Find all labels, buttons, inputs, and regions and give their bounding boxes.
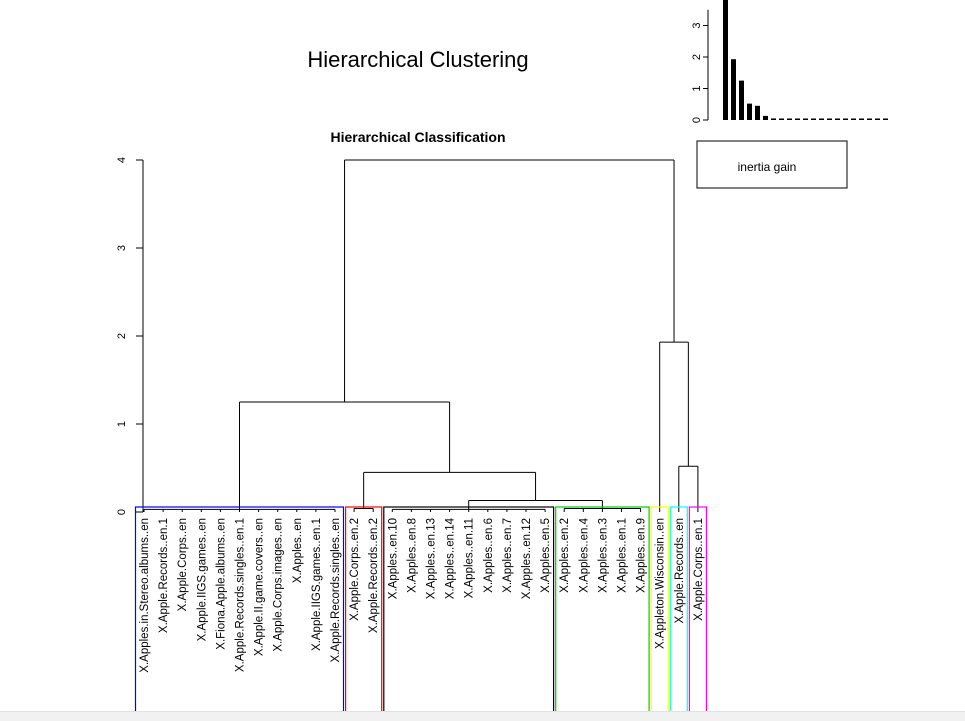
leaf-label: X.Apple.Records..en.2 — [368, 518, 380, 633]
inertia-bar — [787, 118, 792, 120]
inertia-bar — [811, 118, 816, 120]
leaf-label: X.Appleton.Wisconsin..en — [655, 518, 667, 649]
dendrogram-y-tick-label: 1 — [116, 421, 128, 427]
leaf-label: X.Apples..en.9 — [636, 518, 648, 593]
inertia-bar — [827, 118, 832, 120]
inertia-bar — [851, 118, 856, 120]
dendrogram-chart: Hierarchical Classification 0 1 2 3 4X.Apple… — [116, 129, 708, 720]
leaf-label: X.Apple.IIGS.games..en — [196, 518, 208, 641]
inertia-gain-chart: 0 1 2 3 — [691, 0, 888, 123]
dendrogram-title: Hierarchical Classification — [330, 129, 505, 145]
cluster-box — [688, 506, 708, 720]
leaf-label: X.Fiona.Apple.albums..en — [215, 518, 227, 650]
leaf-label: X.Apple.Corps..en.1 — [693, 518, 705, 621]
inertia-bar — [875, 118, 880, 120]
inertia-bar — [859, 118, 864, 120]
inertia-bar — [843, 118, 848, 120]
inertia-bar — [819, 118, 824, 120]
leaf-label: X.Apple.Records.singles..en — [330, 518, 342, 662]
cluster-box — [650, 506, 669, 720]
leaf-label: X.Apple.II.game.covers..en — [254, 518, 266, 656]
inertia-gain-legend: inertia gain — [696, 140, 848, 189]
leaf-label: X.Apples..en.13 — [426, 518, 438, 599]
leaf-label: X.Apples..en — [292, 518, 304, 583]
page-title: Hierarchical Clustering — [307, 47, 528, 72]
inertia-y-tick-label: 2 — [691, 54, 703, 60]
inertia-bar — [747, 103, 752, 120]
leaf-label: X.Apple.Records..en — [674, 518, 686, 623]
leaf-label: X.Apple.Corps..en.2 — [349, 518, 361, 621]
inertia-bar — [755, 105, 760, 120]
leaf-label: X.Apples.in.Stereo.albums..en — [139, 518, 151, 673]
cluster-box — [383, 506, 555, 720]
leaf-label: X.Apples..en.7 — [502, 518, 514, 593]
leaf-label: X.Apples..en.4 — [578, 517, 590, 592]
inertia-y-tick-label: 3 — [691, 22, 703, 28]
dendrogram-y-tick-label: 0 — [116, 509, 128, 515]
leaf-label: X.Apple.Records..en.1 — [158, 518, 170, 633]
inertia-bar — [771, 118, 776, 120]
leaf-label: X.Apples..en.2 — [559, 518, 571, 593]
inertia-bar — [867, 118, 872, 120]
leaf-label: X.Apples..en.10 — [387, 518, 399, 599]
leaf-label: X.Apples..en.3 — [597, 518, 609, 593]
cluster-box — [669, 506, 688, 720]
leaf-label: X.Apple.Corps.images..en — [273, 518, 285, 652]
leaf-label: X.Apples..en.5 — [540, 518, 552, 593]
horizontal-scrollbar[interactable] — [0, 711, 965, 721]
leaf-label: X.Apple.Records.singles..en.1 — [235, 518, 247, 672]
leaf-label: X.Apple.Corps..en — [177, 518, 189, 611]
inertia-bar — [731, 59, 736, 120]
inertia-bar — [795, 118, 800, 120]
leaf-label: X.Apples..en.8 — [406, 518, 418, 593]
inertia-y-tick-label: 1 — [691, 85, 703, 91]
leaf-label: X.Apples..en.14 — [445, 517, 457, 599]
dendrogram-y-tick-label: 2 — [116, 333, 128, 339]
leaf-label: X.Apples..en.6 — [483, 518, 495, 593]
leaf-label: X.Apples..en.11 — [464, 518, 476, 598]
dendrogram-y-tick-label: 4 — [116, 157, 128, 163]
inertia-bar — [763, 115, 768, 120]
dendrogram-y-tick-label: 3 — [116, 245, 128, 251]
legend-label: inertia gain — [738, 160, 797, 174]
inertia-bar — [723, 0, 728, 120]
inertia-y-tick-label: 0 — [691, 117, 703, 123]
leaf-label: X.Apples..en.12 — [521, 518, 533, 599]
inertia-bar — [739, 80, 744, 120]
cluster-box — [134, 506, 345, 720]
leaf-label: X.Apple.IIGS.games..en.1 — [311, 518, 323, 651]
inertia-bar — [883, 118, 888, 120]
inertia-bar — [835, 118, 840, 120]
cluster-box — [555, 506, 650, 720]
leaf-label: X.Apples..en.1 — [617, 518, 629, 593]
cluster-box — [345, 506, 383, 720]
inertia-bar — [803, 118, 808, 120]
inertia-bar — [779, 118, 784, 120]
legend-box — [696, 140, 848, 189]
